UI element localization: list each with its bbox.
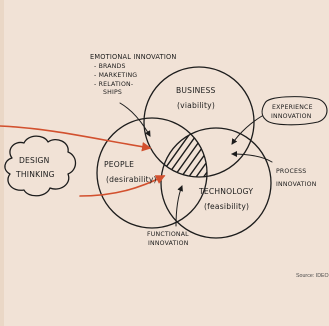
emotional-item-marketing: - MARKETING (94, 72, 137, 79)
experience-innovation-line1: EXPERIENCE (272, 104, 313, 111)
experience-arrow (231, 115, 263, 145)
technology-sub-label: (feasibility) (204, 202, 249, 211)
people-sub-label: (desirability) (106, 175, 157, 184)
emotional-item-ships: SHIPS (103, 89, 122, 96)
experience-bubble (261, 96, 328, 126)
business-label: BUSINESS (176, 86, 216, 95)
process-arrow (231, 151, 273, 163)
red-arrow-bottom (79, 175, 166, 197)
technology-circle (160, 127, 272, 239)
process-innovation-line1: PROCESS (276, 168, 306, 175)
paper-background (4, 0, 329, 326)
emotional-arrow (119, 102, 151, 137)
process-innovation-line2: INNOVATION (276, 181, 317, 188)
business-circle (143, 66, 255, 178)
design-thinking-line1: DESIGN (19, 156, 49, 165)
technology-label: TECHNOLOGY (198, 187, 253, 196)
red-arrow-top (0, 125, 152, 152)
emotional-item-brands: - BRANDS (94, 63, 126, 70)
emotional-innovation-title: EMOTIONAL INNOVATION (90, 53, 177, 61)
source-credit: Source: IDEO (296, 273, 329, 279)
functional-arrow (175, 185, 183, 227)
center-intersection-hatch (161, 128, 207, 177)
people-circle (96, 117, 208, 229)
people-label: PEOPLE (104, 160, 134, 169)
emotional-item-relation: - RELATION- (94, 81, 133, 88)
functional-innovation-line1: FUNCTIONAL (147, 231, 189, 238)
design-thinking-cloud (4, 135, 77, 197)
business-sub-label: (viability) (177, 101, 215, 110)
design-thinking-line2: THINKING (15, 170, 55, 179)
experience-innovation-line2: INNOVATION (271, 113, 312, 120)
functional-innovation-line2: INNOVATION (148, 240, 189, 247)
